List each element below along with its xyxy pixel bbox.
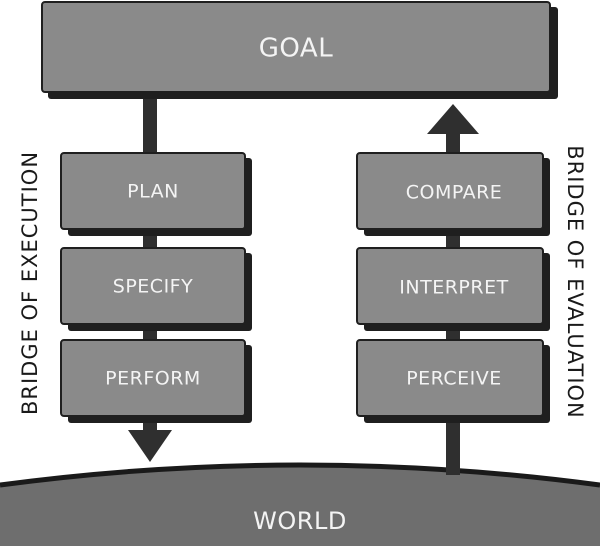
- step-label-specify: SPECIFY: [113, 276, 193, 298]
- step-label-perform: PERFORM: [105, 368, 201, 390]
- goal-box-face: [41, 1, 551, 93]
- world-ground: [0, 465, 600, 546]
- step-box-face: [60, 247, 246, 325]
- step-box-interpret: INTERPRET: [356, 247, 550, 331]
- step-label-plan: PLAN: [127, 181, 179, 203]
- step-label-perceive: PERCEIVE: [406, 368, 502, 390]
- step-box-face: [356, 247, 544, 325]
- step-box-plan: PLAN: [60, 152, 252, 236]
- step-box-compare: COMPARE: [356, 152, 550, 236]
- world-horizon-line: [0, 462, 600, 488]
- step-box-face: [356, 339, 544, 417]
- step-label-compare: COMPARE: [406, 182, 503, 204]
- step-box-face: [356, 152, 544, 230]
- bridge-of-execution-label: BRIDGE OF EXECUTION: [18, 151, 42, 415]
- execution-arrow-head: [128, 430, 172, 462]
- world-region: WORLD: [0, 462, 600, 546]
- step-label-interpret: INTERPRET: [399, 277, 508, 299]
- goal-label: GOAL: [259, 34, 333, 64]
- step-box-perform: PERFORM: [60, 339, 252, 423]
- step-box-specify: SPECIFY: [60, 247, 252, 331]
- step-box-face: [60, 339, 246, 417]
- execution-column: PLAN SPECIFY PERFORM: [60, 152, 252, 423]
- world-label: WORLD: [253, 507, 347, 535]
- step-box-perceive: PERCEIVE: [356, 339, 550, 423]
- goal-box: GOAL: [41, 1, 558, 99]
- bridge-of-evaluation-label: BRIDGE OF EVALUATION: [563, 145, 587, 419]
- step-box-face: [60, 152, 246, 230]
- evaluation-column: COMPARE INTERPRET PERCEIVE: [356, 152, 550, 423]
- evaluation-arrow-head: [427, 104, 479, 134]
